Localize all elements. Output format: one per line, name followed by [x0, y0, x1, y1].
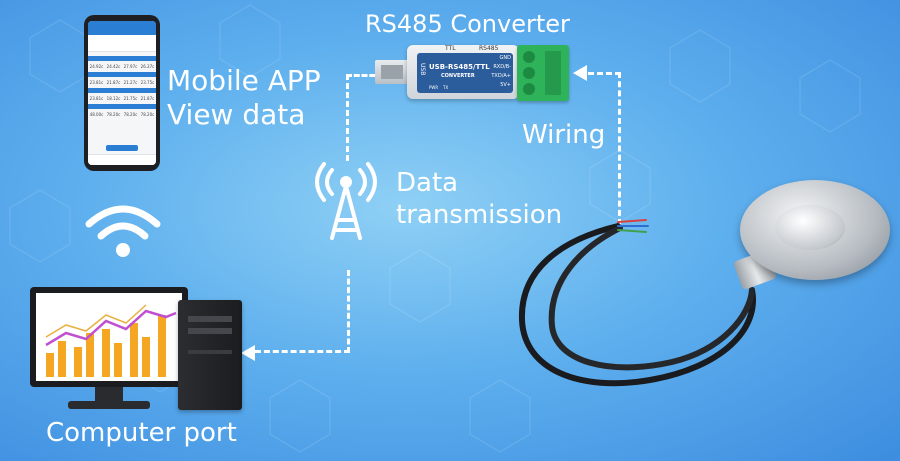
phone-cell: 78.20c	[140, 112, 155, 117]
phone-cell: 21.87c	[140, 96, 155, 101]
view-data-label: View data	[167, 98, 306, 131]
phone-cell: 23.75c	[140, 80, 155, 85]
converter-pin-gnd: GND	[499, 55, 511, 61]
phone-cell: 27.97c	[123, 64, 138, 69]
wiring-label: Wiring	[522, 120, 606, 150]
phone-cell: 21.87c	[106, 80, 121, 85]
transmission-label: transmission	[396, 200, 563, 230]
converter-model: USB-RS485/TTL	[429, 63, 490, 71]
monitor-stand	[95, 387, 123, 403]
monitor-base	[68, 401, 150, 409]
wifi-icon	[85, 205, 161, 257]
phone-cell: 78.20c	[106, 112, 121, 117]
phone-cell: 48.00c	[89, 112, 104, 117]
converter-rs485: RS485	[479, 45, 499, 52]
converter-ttl: TTL	[445, 45, 456, 52]
mobile-app-label: Mobile APP	[167, 64, 321, 97]
link-usb-to-antenna	[346, 74, 383, 161]
phone-cell: 23.81c	[89, 80, 104, 85]
phone-cell: 21.75c	[123, 96, 138, 101]
monitor-chart	[36, 293, 182, 381]
phone-cell: 26.37c	[140, 64, 155, 69]
converter-label-panel: TTL RS485 USB USB-RS485/TTL CONVERTER GN…	[417, 45, 513, 93]
phone-cell: 23.81c	[89, 96, 104, 101]
phone-cell: 21.27c	[123, 80, 138, 85]
converter-led-pwr: PWR	[429, 85, 439, 90]
pressure-sensor-button	[775, 205, 845, 250]
phone-cell: 78.20c	[123, 112, 138, 117]
converter-usb-text: USB	[419, 63, 426, 76]
data-label: Data	[396, 168, 459, 198]
arrow-to-converter	[573, 65, 587, 81]
converter-pin-txd: TXD/A+	[491, 73, 511, 79]
computer-tower	[178, 300, 242, 410]
phone-screen: 24.92c 24.42c 27.97c 26.37c 23.81c 21.87…	[88, 21, 156, 165]
rs485-converter-device: TTL RS485 USB USB-RS485/TTL CONVERTER GN…	[407, 45, 519, 99]
phone-cell: 24.42c	[106, 64, 121, 69]
terminal-block	[517, 45, 569, 101]
link-antenna-to-computer	[255, 270, 350, 353]
arrow-to-computer	[241, 345, 255, 361]
converter-pin-5v: 5V+	[500, 82, 511, 88]
link-wiring-to-converter	[588, 72, 621, 225]
smartphone: 24.92c 24.42c 27.97c 26.37c 23.81c 21.87…	[84, 15, 160, 171]
converter-led-tx: TX	[443, 85, 449, 90]
converter-title: RS485 Converter	[365, 10, 570, 38]
usb-plug	[375, 60, 409, 84]
antenna-icon	[315, 162, 377, 240]
phone-cell: 24.92c	[89, 64, 104, 69]
computer-port-label: Computer port	[46, 418, 237, 448]
converter-sub: CONVERTER	[441, 73, 475, 79]
computer-monitor	[30, 287, 188, 387]
converter-pin-rxd: RXD/B-	[493, 64, 511, 70]
phone-data-grid: 24.92c 24.42c 27.97c 26.37c 23.81c 21.87…	[88, 56, 156, 120]
phone-cell: 18.12c	[106, 96, 121, 101]
